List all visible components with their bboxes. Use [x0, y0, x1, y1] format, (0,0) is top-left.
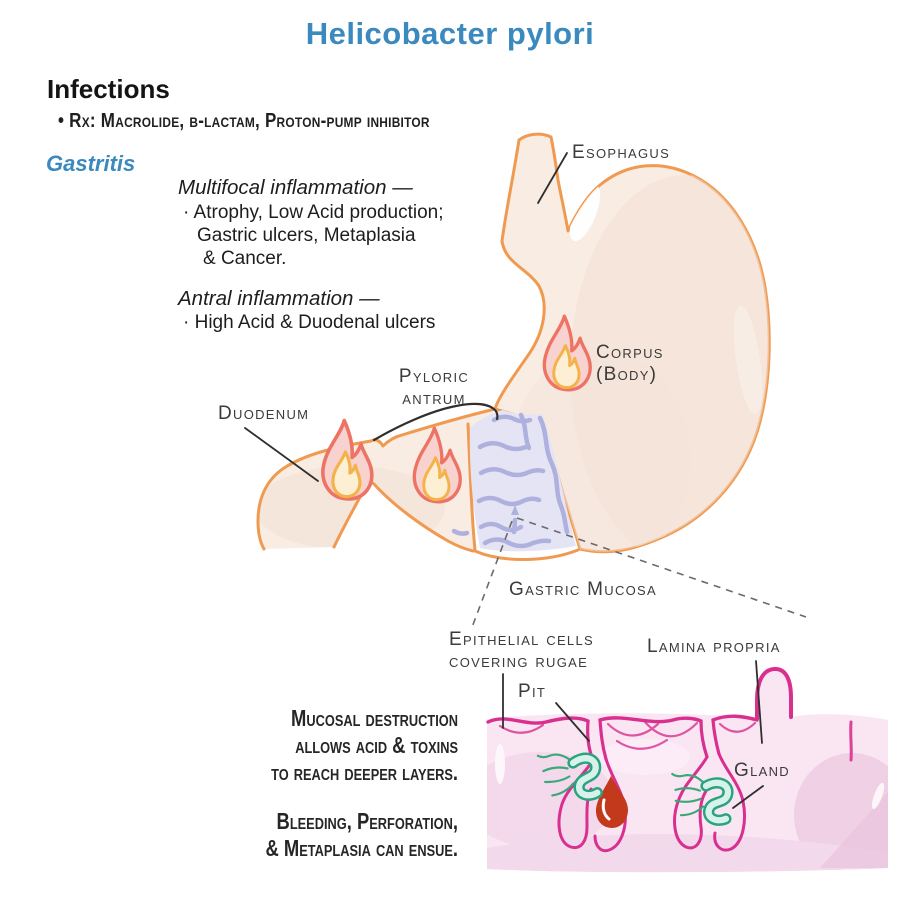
- caption-line: to reach deeper layers.: [271, 759, 458, 785]
- blood-drop-icon: [596, 776, 628, 828]
- magnifier-dashed-line-left: [470, 520, 513, 631]
- infections-heading: Infections: [47, 74, 170, 104]
- epithelial-cells-label-line2: covering rugae: [449, 651, 589, 672]
- gland-label: Gland: [734, 760, 790, 781]
- caption-line: allows acid & toxins: [295, 732, 458, 758]
- multifocal-bullet-line-2: Gastric ulcers, Metaplasia: [197, 225, 416, 246]
- rx-treatment-note: • Rx: Macrolide, β-lactam, Proton-pump i…: [58, 110, 430, 132]
- pit-label: Pit: [518, 681, 547, 702]
- gastric-mucosa-band: [451, 410, 576, 552]
- multifocal-bullet-line-1: · Atrophy, Low Acid production;: [183, 202, 444, 223]
- caption-line: Bleeding, Perforation,: [276, 808, 458, 834]
- corpus-label: Corpus (Body): [596, 342, 664, 386]
- duodenum-pointer-line: [244, 427, 319, 482]
- pyloric-antrum-leader-line: [372, 402, 499, 442]
- pyloric-antrum-label-line2: antrum: [402, 388, 466, 409]
- gastric-gland-1: [557, 757, 627, 853]
- gastric-pit-3-partial: [849, 720, 853, 762]
- lamina-propria-label: Lamina propria: [647, 636, 781, 657]
- esophagus-label: Esophagus: [572, 142, 671, 163]
- antral-inflammation-title: Antral inflammation —: [178, 287, 380, 310]
- gland-pointer-line: [732, 785, 764, 809]
- cell-boundary-arcs: [498, 720, 757, 750]
- gastric-mucosa-label: Gastric Mucosa: [509, 579, 657, 600]
- pyloric-antrum-label-line1: Pyloric: [398, 366, 470, 387]
- bleeding-metaplasia-caption: Bleeding, Perforation, & Metaplasia can …: [228, 808, 458, 862]
- page-title: Helicobacter pylori: [305, 16, 595, 51]
- pyloric-antrum-label: Pyloric antrum: [374, 366, 494, 410]
- antral-bullet-line: · High Acid & Duodenal ulcers: [183, 312, 436, 333]
- flame-duodenum-icon: [321, 418, 374, 501]
- pointer-lines: [244, 152, 568, 482]
- caption-line: Mucosal destruction: [291, 705, 458, 731]
- magnifier-dashed-lines: [470, 517, 807, 631]
- tissue-shading: [487, 739, 888, 873]
- magnified-spot-marker: [511, 505, 519, 515]
- rugae-lines: [451, 412, 570, 549]
- corpus-label-line2: (Body): [596, 364, 658, 385]
- tissue-pointer-lines: [502, 660, 764, 809]
- esophagus-pointer-line: [537, 152, 568, 204]
- rugae-fold-shape: [755, 666, 793, 721]
- epithelial-cells-label: Epithelial cells covering rugae: [449, 629, 594, 673]
- tissue-section-illustration: [486, 660, 888, 873]
- multifocal-inflammation-title: Multifocal inflammation —: [178, 176, 413, 199]
- duodenum-label: Duodenum: [218, 403, 310, 424]
- gastric-pit-2: [699, 718, 721, 759]
- epithelial-cells-label-line1: Epithelial cells: [449, 629, 594, 650]
- caption-line: & Metaplasia can ensue.: [265, 835, 458, 861]
- corpus-label-line1: Corpus: [596, 342, 664, 363]
- antrum-duodenum-outline: [256, 407, 580, 561]
- multifocal-bullet-line-3: & Cancer.: [203, 248, 287, 269]
- mucosal-destruction-caption: Mucosal destruction allows acid & toxins…: [228, 705, 458, 786]
- pit-pointer-line: [555, 702, 590, 742]
- gastritis-heading: Gastritis: [46, 151, 136, 176]
- gastric-gland-2: [673, 752, 746, 852]
- lamina-propria-pointer-line: [755, 660, 763, 744]
- stomach-illustration: [256, 132, 771, 561]
